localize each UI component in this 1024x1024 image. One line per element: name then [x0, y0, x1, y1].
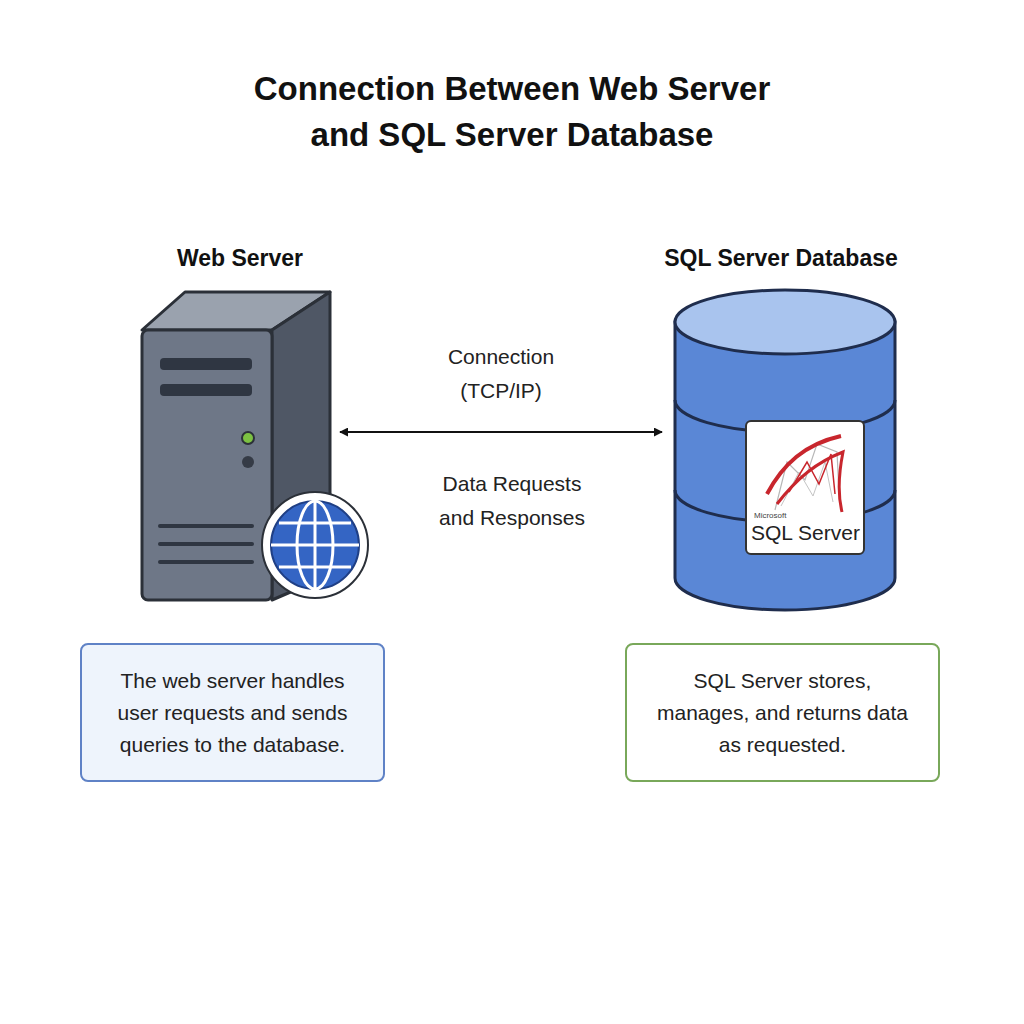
database-cylinder: SQL Server DatabaseMicrosoftSQL Server: [662, 240, 900, 615]
edge-label: Connection (TCP/IP): [426, 340, 576, 408]
logo-vendor: Microsoft: [754, 511, 786, 521]
node-heading: SQL Server Database: [632, 242, 930, 274]
note-box: SQL Server stores, manages, and returns …: [625, 643, 940, 782]
note-text: The web server handles user requests and…: [106, 665, 359, 761]
logo-product: SQL Server: [751, 521, 860, 545]
note-text: SQL Server stores, manages, and returns …: [651, 665, 914, 761]
flow-note: Data Requests and Responses: [427, 467, 597, 535]
web-server: Web Server: [140, 240, 340, 605]
node-heading: Web Server: [110, 242, 370, 274]
server-illustration: [140, 240, 340, 605]
note-box: The web server handles user requests and…: [80, 643, 385, 782]
logo-box: MicrosoftSQL Server: [745, 420, 865, 555]
diagram-title: Connection Between Web Server and SQL Se…: [232, 66, 792, 158]
connection-arrow: [340, 431, 662, 433]
